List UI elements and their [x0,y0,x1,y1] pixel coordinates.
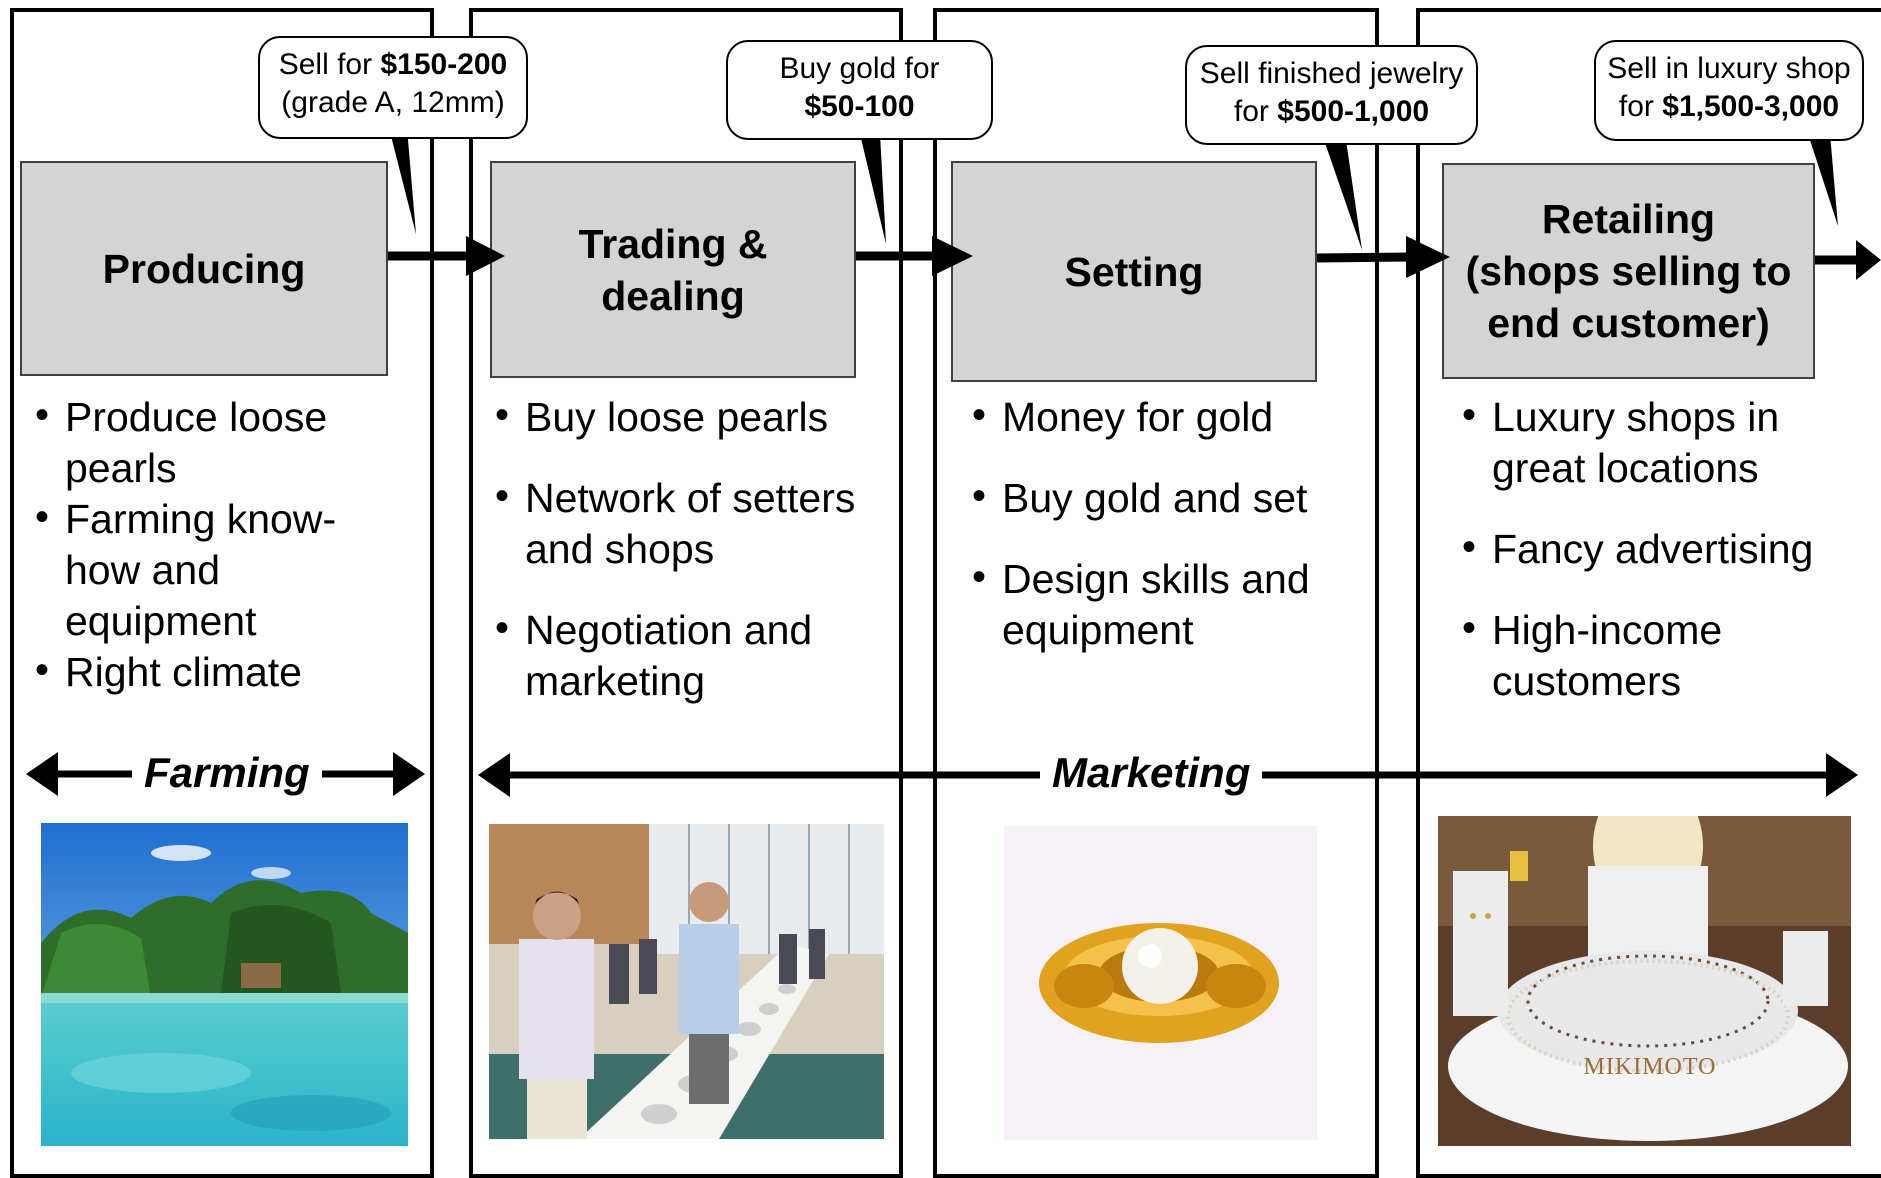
mikimoto-sign: MIKIMOTO [1584,1054,1717,1080]
bullet-item: Network of setters and shops [495,471,895,575]
callout-trading-price: $50-100 [804,90,915,123]
stage-setting: Setting [951,161,1317,382]
callout-trading-text-1: Buy gold for [779,52,940,85]
bullet-item: Buy gold and set [972,471,1362,524]
callout-setting-price: $500-1,000 [1277,95,1430,128]
shop-window-drawing: MIKIMOTO [1438,816,1851,1146]
bullets-setting: Money for gold Buy gold and set Design s… [972,390,1362,656]
bullet-item: Negotiation and marketing [495,603,895,707]
price-callout-trading: Buy gold for $50-100 [726,40,993,140]
bullet-item: Money for gold [972,390,1362,443]
stage-trading-dealing: Trading & dealing [490,161,856,378]
pearl-auction-photo [489,824,884,1139]
callout-retailing-price: $1,500-3,000 [1662,90,1840,123]
callout-setting-text-2: for [1233,95,1278,128]
bullet-item: Buy loose pearls [495,390,895,443]
gold-pearl-ring-photo [1004,826,1317,1140]
tropical-lagoon-photo [41,823,408,1146]
callout-setting-text-1: Sell finished jewelry [1199,57,1464,90]
bullets-trading: Buy loose pearls Network of setters and … [495,390,895,707]
callout-retailing-text-2: for [1618,90,1663,123]
price-callout-producing: Sell for $150-200 (grade A, 12mm) [258,36,528,139]
farming-label: Farming [132,748,322,798]
bullet-item: Design skills and equipment [972,552,1362,656]
callout-retailing-text-1: Sell in luxury shop [1607,52,1851,85]
stage-retailing: Retailing (shops selling to end customer… [1442,163,1815,379]
bullets-producing: Produce loose pearls Farming know-how an… [35,390,375,698]
callout-producing-text-1: Sell for [278,48,381,81]
bullet-item: Right climate [35,645,375,698]
bullet-item: Luxury shops in great locations [1462,390,1852,494]
bullets-retailing: Luxury shops in great locations Fancy ad… [1462,390,1852,707]
callout-producing-text-2: (grade A, 12mm) [281,86,505,119]
marketing-label: Marketing [1040,748,1263,798]
price-callout-setting: Sell finished jewelry for $500-1,000 [1185,45,1478,145]
bullet-item: High-income customers [1462,603,1852,707]
price-callout-retailing: Sell in luxury shop for $1,500-3,000 [1594,40,1864,141]
luxury-shop-window-photo: MIKIMOTO [1438,816,1851,1146]
bullet-item: Fancy advertising [1462,522,1852,575]
bullet-item: Produce loose pearls [35,390,375,494]
callout-producing-price: $150-200 [380,48,508,81]
bullet-item: Farming know-how and equipment [35,492,375,647]
stage-producing: Producing [20,161,388,376]
